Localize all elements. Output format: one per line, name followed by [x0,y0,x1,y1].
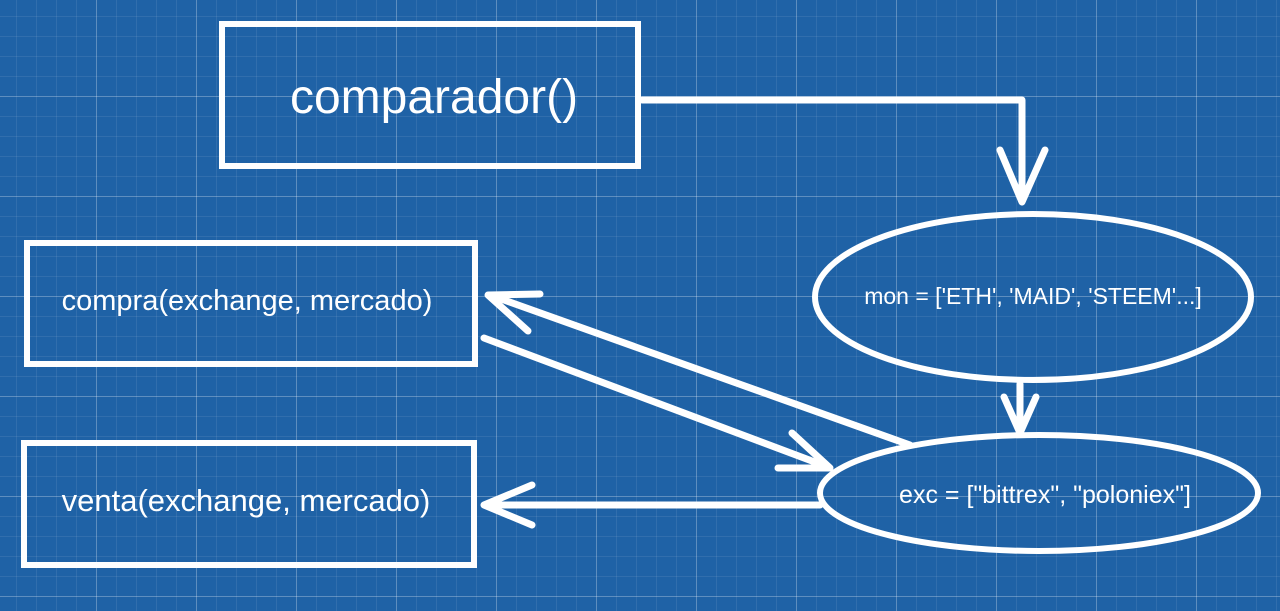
exc-node: exc = ["bittrex", "poloniex"] [817,432,1261,554]
compra-box [24,240,478,367]
venta-node: venta(exchange, mercado) [21,440,477,568]
comparador-box [219,21,641,169]
arrow-head [1000,393,1040,437]
exc-label: exc = ["bittrex", "poloniex"] [899,481,1191,509]
comparador-label: comparador() [290,71,578,124]
mon-node: mon = ['ETH', 'MAID', 'STEEM'...] [812,211,1254,383]
mon-label: mon = ['ETH', 'MAID', 'STEEM'...] [864,283,1202,309]
arrow-exc-to-compra [484,290,914,449]
compra-label: compra(exchange, mercado) [62,285,433,317]
mon-ellipse [812,211,1254,383]
arrow-line [638,96,1026,204]
arrow-line [480,334,832,471]
arrow-head [480,481,536,529]
arrow-exc-to-venta [480,481,824,529]
arrow-mon-to-exc [1000,380,1040,437]
arrow-head [774,429,834,472]
arrow-comparador-to-mon [638,96,1049,206]
venta-box [21,440,477,568]
arrow-line [486,291,914,449]
comparador-node: comparador() [219,21,641,169]
arrow-head [484,290,544,335]
arrow-compra-to-exc [480,334,834,472]
venta-label: venta(exchange, mercado) [62,483,431,518]
exc-ellipse [817,432,1261,554]
arrow-head [996,146,1049,206]
compra-node: compra(exchange, mercado) [24,240,478,367]
